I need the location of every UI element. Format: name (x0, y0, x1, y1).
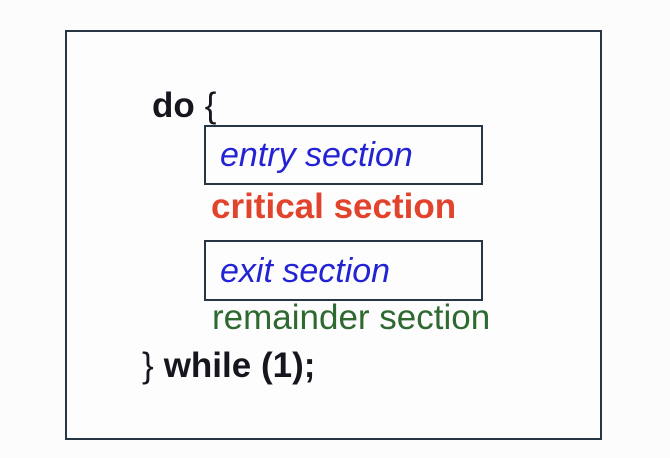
close-brace: } (142, 346, 154, 385)
do-statement-line: do{ (152, 88, 216, 123)
entry-section-label: entry section (220, 136, 413, 174)
do-keyword: do (152, 86, 195, 125)
open-brace: { (204, 86, 217, 125)
remainder-section-label: remainder section (212, 298, 491, 337)
critical-section-label: critical section (211, 187, 457, 226)
process-structure-frame: do{ entry section critical section exit … (65, 30, 602, 440)
while-keyword: while (1); (163, 346, 316, 385)
entry-section-box: entry section (204, 125, 483, 185)
exit-section-label: exit section (220, 251, 391, 290)
exit-section-box: exit section (204, 240, 483, 301)
while-statement-line: }while (1); (142, 348, 315, 383)
